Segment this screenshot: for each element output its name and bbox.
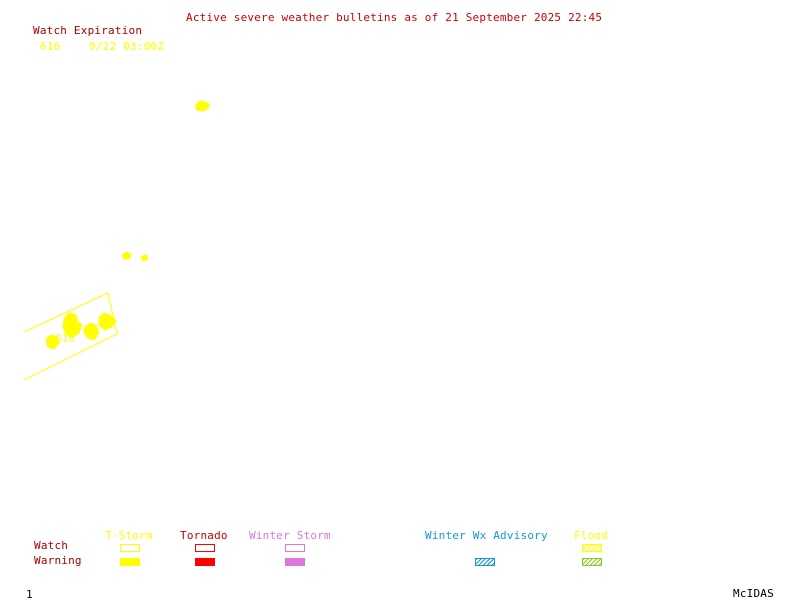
legend-tornado-label: Tornado	[180, 529, 228, 542]
mcidas-brand: McIDAS	[733, 587, 774, 600]
warning-polygon	[121, 251, 132, 260]
flood-warning-swatch	[582, 558, 602, 566]
warning-polygon	[195, 100, 211, 112]
watch-616-outline	[23, 292, 118, 381]
bulletin-title: Active severe weather bulletins as of 21…	[186, 11, 603, 24]
warning-polygon	[98, 312, 117, 331]
watch-expiration-header: Watch Expiration	[33, 24, 143, 37]
warning-polygon	[83, 322, 100, 341]
watch-616-label: 616	[55, 332, 76, 345]
legend-row-warning: Warning	[34, 554, 82, 567]
winter-storm-warning-swatch	[285, 558, 305, 566]
legend-flood-label: Flood	[574, 529, 609, 542]
tornado-warning-swatch	[195, 558, 215, 566]
winter-storm-watch-swatch	[285, 544, 305, 552]
legend-row-watch: Watch	[34, 539, 69, 552]
flood-watch-swatch	[582, 544, 602, 552]
tstorm-warning-swatch	[120, 558, 140, 566]
tstorm-watch-swatch	[120, 544, 140, 552]
warning-polygon	[62, 312, 83, 338]
watch-expiration-time: 9/22 03:00Z	[89, 40, 165, 53]
warning-polygon	[45, 334, 60, 350]
winter-wx-advisory-swatch	[475, 558, 495, 566]
warning-polygon	[140, 254, 149, 262]
legend-winter-storm-label: Winter Storm	[249, 529, 331, 542]
legend-winter-wx-advisory-label: Winter Wx Advisory	[425, 529, 548, 542]
legend-tstorm-label: T-Storm	[105, 529, 153, 542]
watch-expiration-id: 616	[40, 40, 61, 53]
frame-number: 1	[26, 588, 33, 601]
tornado-watch-swatch	[195, 544, 215, 552]
